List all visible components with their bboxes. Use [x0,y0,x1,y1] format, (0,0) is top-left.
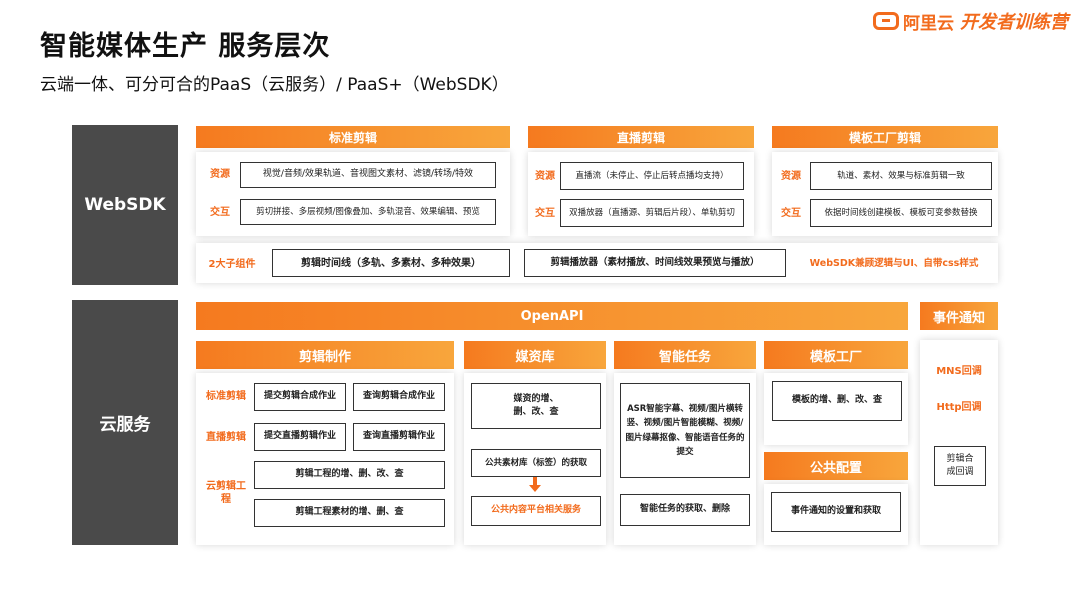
page-subtitle: 云端一体、可分可合的PaaS（云服务）/ PaaS+（WebSDK） [40,75,509,95]
event-mns-callback: MNS回调 [936,365,982,377]
websdk-components-label: 2大子组件 [208,258,256,270]
websdk-live-interact-label: 交互 [535,207,555,219]
event-notify-header: 事件通知 [920,302,998,330]
page-title: 智能媒体生产 服务层次 [40,31,331,62]
websdk-edit-interact-box: 剪切拼接、多层视频/图像叠加、多轨混音、效果编辑、预览 [240,199,496,225]
websdk-timeline-box: 剪辑时间线（多轨、多素材、多种效果） [272,249,510,277]
websdk-compat-note: WebSDK兼顾逻辑与UI、自带css样式 [809,257,979,269]
cloud-side-label: 云服务 [72,300,178,545]
websdk-template-interact-box: 依据时间线创建模板、模板可变参数替换 [810,199,992,227]
event-edit-callback-box: 剪辑合成回调 [934,446,986,486]
media-crud-box: 媒资的增、删、改、查 [471,383,601,429]
logo: 阿里云 开发者训练营 [873,8,1068,34]
production-std-label: 标准剪辑 [206,390,246,402]
public-config-setting: 事件通知的设置和获取 [771,492,901,532]
websdk-live-header: 直播剪辑 [528,126,754,148]
media-header: 媒资库 [464,341,606,369]
production-std-submit: 提交剪辑合成作业 [254,383,346,411]
production-header: 剪辑制作 [196,341,454,369]
production-live-label: 直播剪辑 [206,431,246,443]
ai-task-submit-box: ASR智能字幕、视频/图片横转竖、视频/图片智能模糊、视频/图片绿幕抠像、智能语… [620,383,750,478]
event-http-callback: Http回调 [936,401,982,413]
production-live-query: 查询直播剪辑作业 [353,423,445,451]
websdk-template-interact-label: 交互 [781,207,801,219]
event-notify-panel [920,340,998,545]
websdk-side-label: WebSDK [72,125,178,285]
production-project-material: 剪辑工程素材的增、删、查 [254,499,445,527]
production-project-label: 云剪辑工程 [206,481,246,505]
media-public-lib-box: 公共素材库（标签）的获取 [471,449,601,477]
websdk-edit-resource-box: 视觉/音频/效果轨道、音视图文素材、滤镜/转场/特效 [240,162,496,188]
websdk-template-resource-box: 轨道、素材、效果与标准剪辑一致 [810,162,992,190]
template-factory-header: 模板工厂 [764,341,908,369]
production-project-crud: 剪辑工程的增、删、改、查 [254,461,445,489]
production-live-submit: 提交直播剪辑作业 [254,423,346,451]
openapi-bar: OpenAPI [196,302,908,330]
logo-brand: 阿里云 [903,13,954,34]
websdk-template-resource-label: 资源 [781,170,801,182]
ai-task-fetch-box: 智能任务的获取、删除 [620,494,750,526]
public-config-header: 公共配置 [764,452,908,480]
websdk-template-header: 模板工厂剪辑 [772,126,998,148]
websdk-edit-header: 标准剪辑 [196,126,510,148]
arrow-down-icon [529,477,541,492]
logo-name: 开发者训练营 [960,12,1068,33]
websdk-edit-interact-label: 交互 [210,206,230,218]
production-std-query: 查询剪辑合成作业 [353,383,445,411]
websdk-live-interact-box: 双播放器（直播源、剪辑后片段）、单轨剪切 [560,199,744,227]
websdk-live-resource-label: 资源 [535,170,555,182]
media-public-service-box: 公共内容平台相关服务 [471,496,601,526]
aliyun-logo-icon [873,12,899,30]
websdk-player-box: 剪辑播放器（素材播放、时间线效果预览与播放） [524,249,786,277]
websdk-edit-resource-label: 资源 [210,168,230,180]
websdk-live-resource-box: 直播流（未停止、停止后转点播均支持） [560,162,744,190]
template-factory-crud: 模板的增、删、改、查 [772,381,902,421]
ai-task-header: 智能任务 [614,341,756,369]
